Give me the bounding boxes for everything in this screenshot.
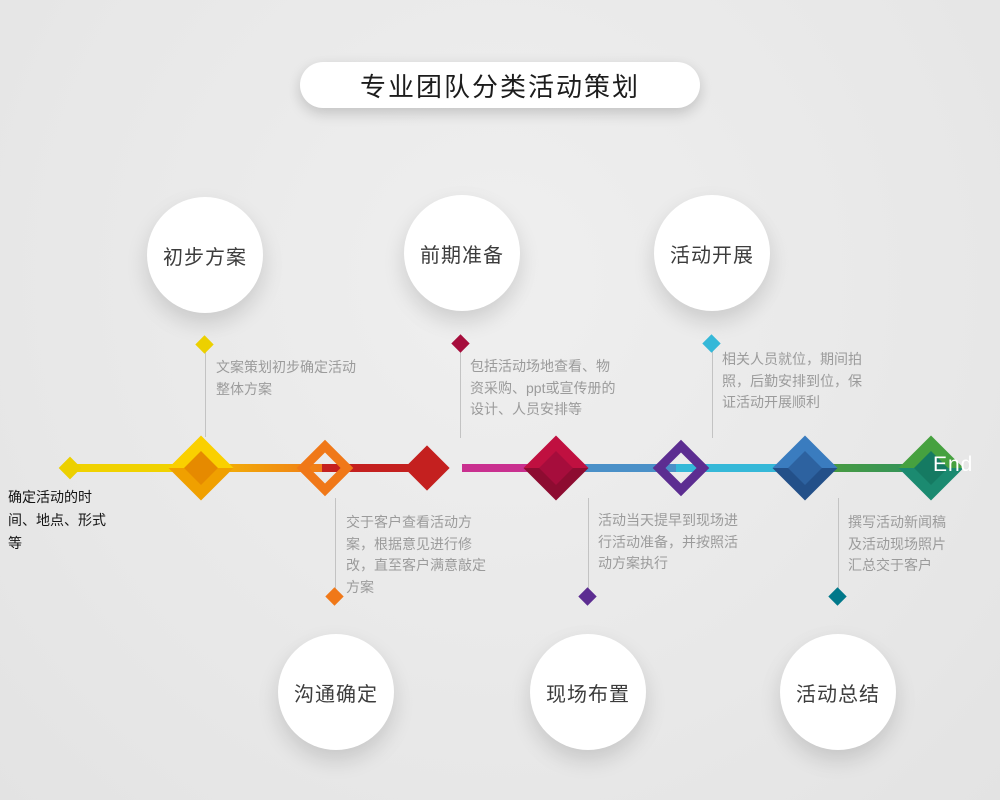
title-banner: 专业团队分类活动策划 [300, 62, 700, 108]
stage-circle-activity-launch: 活动开展 [654, 195, 770, 311]
stage-label-communication: 沟通确定 [294, 683, 378, 706]
page-title: 专业团队分类活动策划 [359, 71, 640, 102]
connector-preparation [460, 351, 461, 438]
timeline-node-red-arrow-diamond [404, 445, 450, 491]
stage-label-summary: 活动总结 [796, 683, 880, 706]
timeline-segment-cyan [676, 464, 808, 472]
timeline-node-purple-hollow-diamond [652, 439, 710, 497]
desc-initial-plan: 文案策划初步确定活动整体方案 [216, 359, 356, 397]
stage-circle-preparation: 前期准备 [404, 195, 520, 311]
timeline-node-yellow-diamond [168, 435, 234, 501]
marker-initial-plan [195, 335, 214, 354]
timeline-node-orange-hollow-diamond [296, 439, 354, 497]
marker-site-setup [578, 587, 597, 606]
stage-label-activity-launch: 活动开展 [670, 244, 754, 267]
timeline-segment-magenta [462, 464, 562, 472]
connector-communication [335, 498, 336, 590]
start-note: 确定活动的时间、地点、形式等 [8, 489, 106, 552]
stage-circle-communication: 沟通确定 [278, 634, 394, 750]
timeline-node-crimson-inner [539, 451, 573, 485]
marker-preparation [451, 334, 470, 353]
timeline-node-yellow-inner [184, 451, 218, 485]
marker-summary [828, 587, 847, 606]
timeline-node-blue-diamond [772, 435, 838, 501]
stage-label-initial-plan: 初步方案 [163, 246, 247, 269]
desc-communication: 交于客户查看活动方案，根据意见进行修改，直至客户满意敲定方案 [346, 514, 486, 596]
marker-activity-launch [702, 334, 721, 353]
stage-label-preparation: 前期准备 [420, 244, 504, 267]
timeline-segment-orange [204, 464, 330, 472]
desc-summary: 撰写活动新闻稿及活动现场照片汇总交于客户 [848, 514, 946, 574]
stage-circle-summary: 活动总结 [780, 634, 896, 750]
timeline-segment-green [804, 464, 932, 472]
timeline-segment-blue [556, 464, 686, 472]
stage-circle-site-setup: 现场布置 [530, 634, 646, 750]
connector-initial-plan [205, 352, 206, 437]
timeline-segment-yellow [64, 464, 204, 472]
stage-circle-initial-plan: 初步方案 [147, 197, 263, 313]
desc-preparation: 包括活动场地查看、物资采购、ppt或宣传册的设计、人员安排等 [470, 358, 616, 418]
timeline-node-blue-inner [788, 451, 822, 485]
end-label: End [933, 453, 974, 476]
connector-activity-launch [712, 351, 713, 438]
timeline-segment-red [322, 464, 434, 472]
stage-label-site-setup: 现场布置 [546, 683, 630, 706]
timeline-start-diamond [58, 456, 82, 480]
connector-summary [838, 498, 839, 590]
connector-site-setup [588, 498, 589, 590]
desc-activity-launch: 相关人员就位，期间拍照，后勤安排到位，保证活动开展顺利 [722, 351, 862, 411]
marker-communication [325, 587, 344, 606]
desc-site-setup: 活动当天提早到现场进行活动准备，并按照活动方案执行 [598, 512, 738, 572]
timeline-node-crimson-diamond [523, 435, 589, 501]
